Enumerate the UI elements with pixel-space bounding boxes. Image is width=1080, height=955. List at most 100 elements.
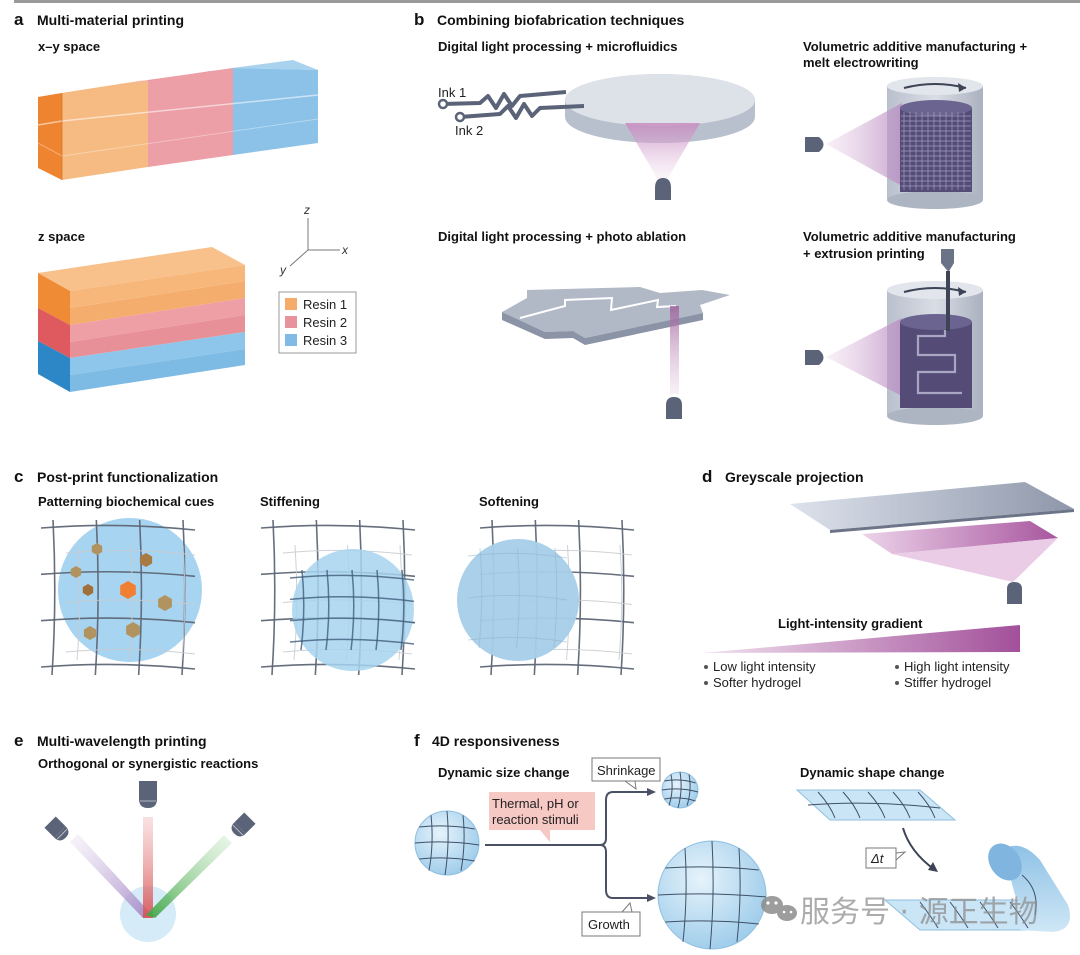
shrinkage-label: Shrinkage [597, 763, 656, 778]
low-intensity-label: Low light intensity [713, 659, 816, 674]
stiffer-hydrogel-label: Stiffer hydrogel [904, 675, 991, 690]
panel-d-letter: d [702, 467, 712, 486]
axis-z-label: z [303, 203, 310, 217]
crack-line [817, 791, 836, 819]
b4-title-line1: Volumetric additive manufacturing [803, 229, 1016, 244]
mesh-strand [40, 570, 196, 578]
mesh-strand [40, 617, 196, 624]
axis-y-label: y [279, 263, 287, 277]
light-source-icon [805, 137, 824, 152]
crack-line [668, 774, 673, 806]
panel-f: f 4D responsiveness Dynamic size change … [414, 731, 1070, 950]
crack-line [867, 791, 886, 819]
xy-space-label: x–y space [38, 39, 100, 54]
mesh-strand [620, 519, 625, 676]
mesh-strand [129, 544, 133, 661]
crack-line [919, 901, 939, 929]
softer-hydrogel-label: Softer hydrogel [713, 675, 801, 690]
hydrogel-bead-initial [414, 810, 480, 876]
crack-line [949, 901, 969, 929]
light-source-icon-right [231, 812, 256, 837]
panel-f-letter: f [414, 731, 420, 750]
microfluidic-dlp-diagram: Ink 1 Ink 2 [437, 74, 755, 200]
crack-line [664, 779, 696, 784]
vam-extrusion-diagram [805, 249, 983, 425]
mesh-strand [479, 524, 635, 531]
ink-1-label: Ink 1 [438, 85, 466, 100]
mesh-strand [40, 524, 196, 531]
ink-2-label: Ink 2 [455, 123, 483, 138]
crack-line [736, 848, 741, 942]
biochemical-cue [139, 553, 153, 567]
mesh-strand [289, 617, 415, 624]
size-change-label: Dynamic size change [438, 765, 570, 780]
mesh-strand [375, 569, 380, 651]
stimuli-line1: Thermal, pH or [492, 796, 579, 811]
legend-swatch [285, 316, 297, 328]
delta-t-label: Δt [870, 851, 885, 866]
biochemical-cue [82, 584, 94, 596]
stimuli-callout: Thermal, pH or reaction stimuli [489, 792, 595, 842]
crack-line [677, 771, 682, 809]
panel-b: b Combining biofabrication techniques Di… [414, 10, 1027, 425]
xy-orange-side [38, 93, 62, 180]
crack-line [657, 893, 767, 898]
gradient-label: Light-intensity gradient [778, 616, 923, 631]
xy-pink-front [148, 68, 233, 167]
panel-e-letter: e [14, 731, 23, 750]
crack-line [807, 802, 941, 809]
crack-line [460, 815, 465, 871]
panel-a: a Multi-material printing x–y space z sp… [14, 10, 357, 392]
z-space-label: z space [38, 229, 85, 244]
mesh-strand [289, 574, 415, 581]
xy-blue-front [233, 68, 318, 155]
c3-title: Softening [479, 494, 539, 509]
crack-line [682, 848, 687, 942]
shape-change-label: Dynamic shape change [800, 765, 945, 780]
top-rule [14, 0, 1080, 3]
mesh-strand [289, 596, 415, 603]
mesh-strand [76, 544, 81, 661]
crack-line [686, 774, 691, 806]
vam-mew-diagram [805, 77, 983, 209]
crack-line [709, 840, 714, 950]
axes-indicator: z x y [279, 203, 349, 277]
growth-callout: Growth [581, 901, 641, 937]
crack-line [665, 866, 759, 871]
mesh-strand [181, 544, 186, 661]
crack-line [917, 791, 936, 819]
light-source-icon [805, 350, 824, 365]
panel-d-title: Greyscale projection [725, 469, 864, 485]
axis-x-label: x [341, 243, 349, 257]
mesh-strand [260, 524, 416, 531]
biochemical-cue [158, 595, 172, 611]
biochemical-cue [70, 566, 82, 578]
crack-line [1009, 901, 1029, 929]
panel-c: c Post-print functionalization Patternin… [14, 467, 635, 676]
mesh-strand [576, 519, 582, 676]
xy-orange-front [62, 80, 148, 180]
panel-e: e Multi-wavelength printing Orthogonal o… [14, 731, 258, 942]
panel-c-title: Post-print functionalization [37, 469, 218, 485]
watermark: 服务号 · 源正生物 [761, 895, 1039, 930]
biochemical-cue [91, 543, 103, 555]
mesh-strand [467, 636, 568, 643]
mesh-strand [65, 549, 196, 556]
light-source-icon [1007, 582, 1022, 604]
shrinkage-callout: Shrinkage [591, 757, 661, 791]
crack-line [979, 901, 999, 929]
mesh-strand [51, 519, 56, 676]
c2-title: Stiffening [260, 494, 320, 509]
mesh-strand [289, 638, 415, 645]
z-space-block [38, 247, 245, 392]
crack-line [419, 825, 475, 830]
mesh-strand [467, 594, 568, 601]
softening-diagram [457, 519, 635, 676]
mesh-strand [479, 663, 635, 670]
legend-swatch [285, 334, 297, 346]
panel-a-title: Multi-material printing [37, 12, 184, 28]
patterning-diagram [40, 518, 202, 676]
xy-space-block [37, 60, 319, 180]
panel-b-letter: b [414, 10, 424, 29]
